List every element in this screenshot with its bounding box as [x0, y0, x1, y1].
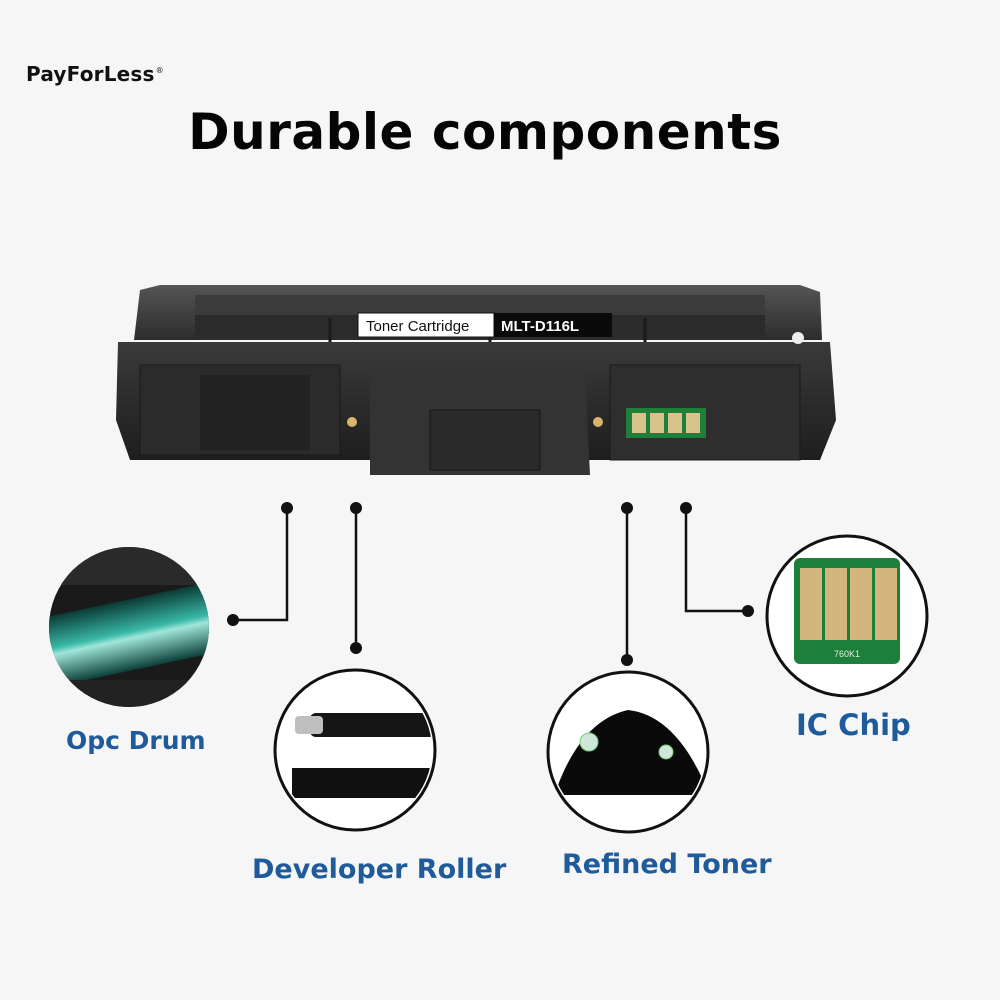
brand-name: PayForLess — [26, 62, 155, 86]
chip-code: 760K1 — [834, 649, 860, 659]
toner-powder-photo — [543, 670, 713, 835]
headline: Durable components — [188, 103, 782, 161]
opc-drum-photo — [44, 545, 214, 710]
label-ic-chip: IC Chip — [796, 708, 911, 742]
label-opc-drum: Opc Drum — [66, 726, 206, 755]
toner-cartridge-image: Toner Cartridge MLT-D116L — [100, 270, 840, 490]
cartridge-label-right: MLT-D116L — [501, 318, 579, 335]
label-refined-toner: Refined Toner — [562, 849, 772, 880]
ic-chip-photo: 760K1 — [762, 534, 932, 699]
cartridge-label-left: Toner Cartridge — [366, 318, 469, 335]
brand-logo: PayForLess® — [26, 62, 164, 86]
label-developer-roller: Developer Roller — [252, 854, 507, 885]
registered-mark: ® — [155, 66, 164, 76]
developer-roller-photo — [270, 668, 440, 833]
